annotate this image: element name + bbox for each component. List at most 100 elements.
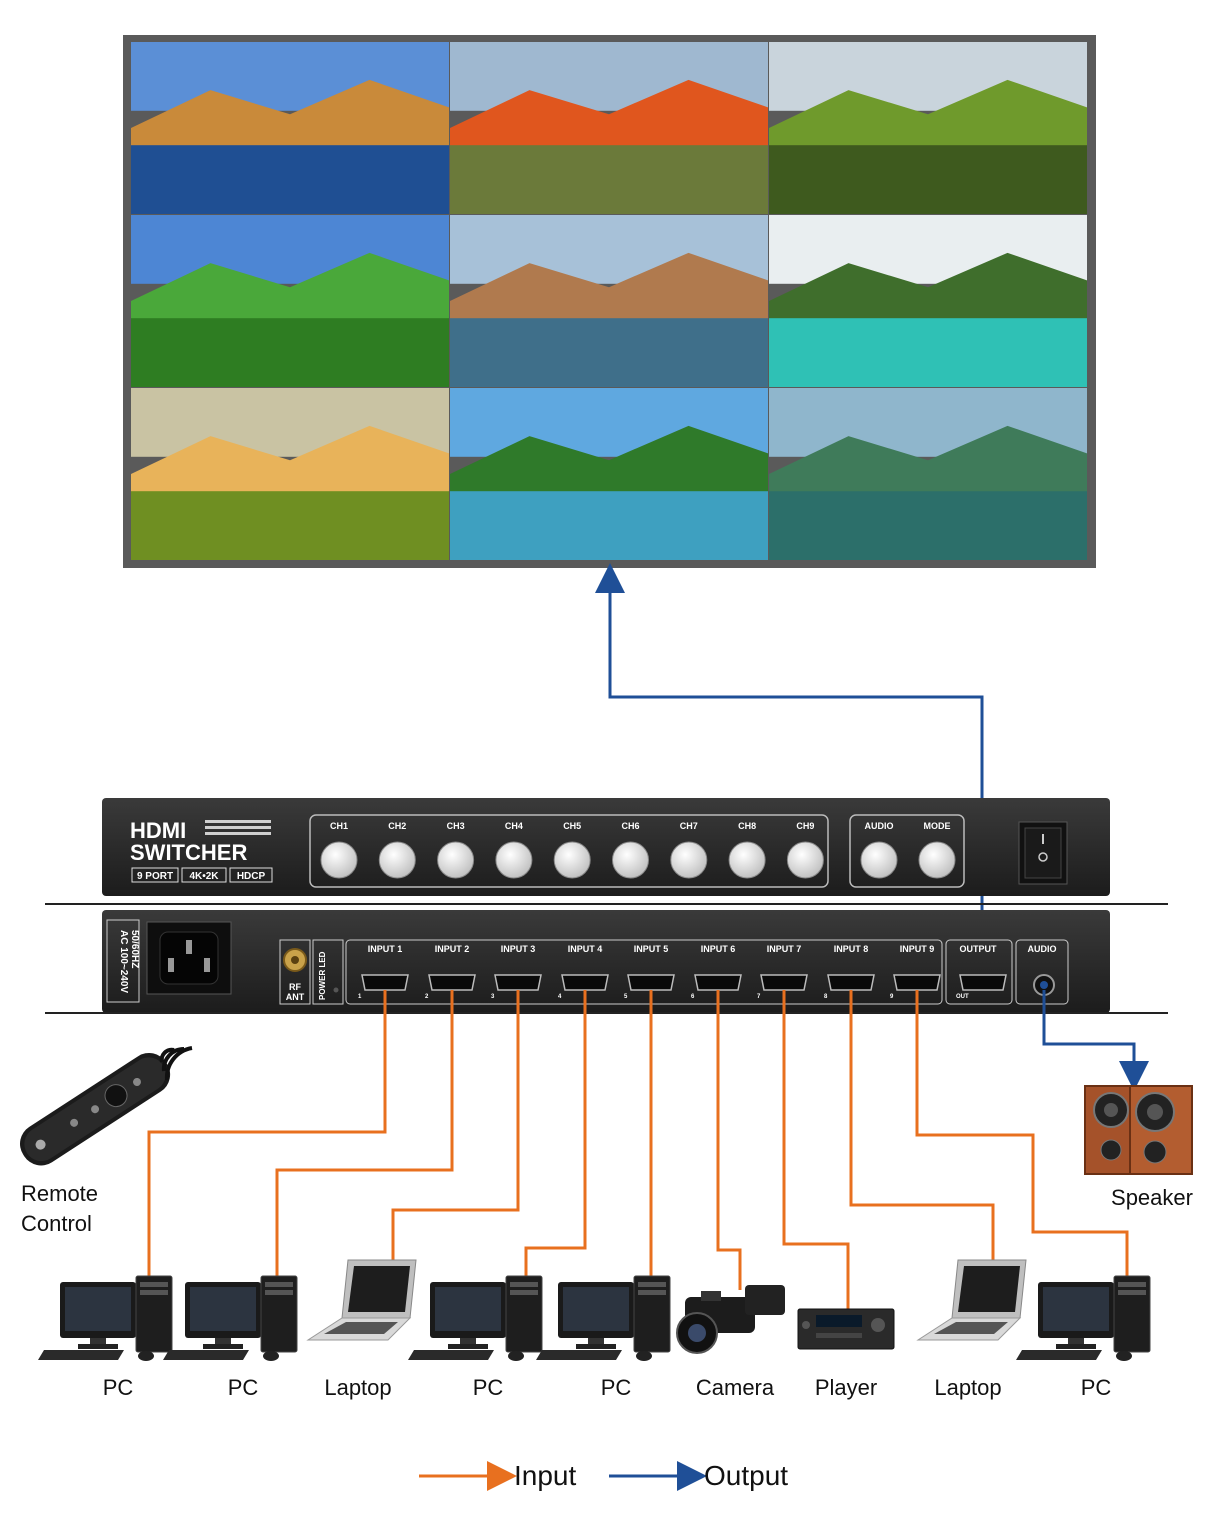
input-port-number: 5	[624, 994, 628, 1000]
input-line	[391, 990, 520, 1262]
hdmi-input-port[interactable]	[428, 974, 476, 991]
hdmi-input-port[interactable]	[561, 974, 609, 991]
channel-button[interactable]	[495, 841, 533, 879]
audio-label: AUDIO	[1028, 944, 1057, 954]
rf-antenna-port[interactable]	[283, 948, 307, 972]
channel-button[interactable]	[786, 841, 824, 879]
hdmi-input-port[interactable]	[893, 974, 941, 991]
input-port-number: 1	[358, 994, 362, 1000]
hdmi-output-port[interactable]	[959, 974, 1007, 991]
hdmi-input-port[interactable]	[827, 974, 875, 991]
source-label: Laptop	[934, 1375, 1001, 1400]
channel-button-label: CH4	[505, 821, 523, 831]
badge-frame	[229, 867, 273, 883]
channel-button-group	[309, 814, 829, 888]
source-label: PC	[103, 1375, 134, 1400]
display-tile	[450, 42, 768, 214]
camera-icon	[676, 1285, 785, 1354]
input-port-label: INPUT 4	[568, 944, 603, 954]
channel-button-label: CH5	[563, 821, 581, 831]
function-button-label: MODE	[924, 821, 951, 831]
input-port-number: 6	[691, 994, 695, 1000]
channel-button-label: CH8	[738, 821, 756, 831]
channel-button[interactable]	[320, 841, 358, 879]
display-tile	[769, 215, 1087, 387]
display-tile	[131, 215, 449, 387]
input-port-label: INPUT 8	[834, 944, 869, 954]
video-wall-display	[123, 35, 1096, 568]
speaker-label: Speaker	[1111, 1185, 1193, 1210]
speaker-icon	[1084, 1085, 1193, 1175]
channel-button-label: CH3	[447, 821, 465, 831]
channel-button[interactable]	[437, 841, 475, 879]
remote-label-line2: Control	[21, 1211, 92, 1236]
power-spec-line1: AC 100~240V	[118, 930, 129, 993]
hdmi-input-port[interactable]	[694, 974, 742, 991]
device-front-panel: HDMI SWITCHER 9 PORT 4K•2K HDCP CH1 CH2 CH3 C…	[45, 798, 1168, 905]
rf-label-line2: ANT	[286, 992, 305, 1002]
badge-label: 9 PORT	[137, 871, 173, 882]
power-led-label: POWER LED	[318, 951, 327, 1000]
hdmi-input-port[interactable]	[361, 974, 409, 991]
display-tile	[450, 215, 768, 387]
legend: Input Output	[419, 1460, 788, 1491]
brand-line2: SWITCHER	[130, 840, 247, 865]
input-port-group	[345, 939, 943, 1005]
hdmi-input-port[interactable]	[760, 974, 808, 991]
pc-icon	[38, 1275, 173, 1361]
mode-button[interactable]	[918, 841, 956, 879]
input-port-label: INPUT 3	[501, 944, 536, 954]
channel-button[interactable]	[378, 841, 416, 879]
function-button-label: AUDIO	[865, 821, 894, 831]
power-inlet[interactable]	[146, 921, 232, 995]
audio-button[interactable]	[860, 841, 898, 879]
laptop-icon	[306, 1259, 417, 1341]
channel-button[interactable]	[728, 841, 766, 879]
source-label: PC	[228, 1375, 259, 1400]
input-port-number: 2	[425, 994, 429, 1000]
source-label: PC	[601, 1375, 632, 1400]
hdmi-input-port[interactable]	[494, 974, 542, 991]
power-led	[333, 987, 339, 993]
audio-port-group	[1015, 939, 1069, 1005]
channel-button[interactable]	[553, 841, 591, 879]
input-line	[782, 990, 850, 1310]
rf-label-line1: RF	[289, 982, 301, 992]
channel-button[interactable]	[670, 841, 708, 879]
input-port-label: INPUT 6	[701, 944, 736, 954]
pc-icon	[1016, 1275, 1151, 1361]
channel-button-label: CH9	[796, 821, 814, 831]
badge-label: HDCP	[237, 871, 266, 882]
hdmi-input-port[interactable]	[627, 974, 675, 991]
input-line	[849, 990, 995, 1262]
channel-button-label: CH7	[680, 821, 698, 831]
power-spec-line2: 50/60HZ	[129, 930, 140, 968]
source-label: Laptop	[324, 1375, 391, 1400]
channel-button[interactable]	[612, 841, 649, 879]
input-port-label: INPUT 5	[634, 944, 669, 954]
input-port-number: 8	[824, 994, 828, 1000]
pc-icon	[163, 1275, 298, 1361]
output-port-label: OUT	[956, 994, 969, 1000]
pc-icon	[408, 1275, 543, 1361]
badge-label: 4K•2K	[189, 871, 219, 882]
channel-button-label: CH1	[330, 821, 348, 831]
channel-button-label: CH2	[388, 821, 406, 831]
display-tile	[131, 388, 449, 560]
input-line	[524, 990, 587, 1278]
display-tile	[131, 42, 449, 214]
badge-frame	[181, 867, 227, 883]
power-switch[interactable]	[1018, 821, 1068, 885]
display-tile	[769, 388, 1087, 560]
display-tile	[769, 42, 1087, 214]
legend-output-label: Output	[704, 1460, 788, 1491]
brand-line1: HDMI	[130, 818, 186, 843]
player-icon	[797, 1308, 895, 1350]
input-line	[147, 990, 387, 1278]
source-label: PC	[1081, 1375, 1112, 1400]
input-line	[275, 990, 454, 1278]
device-rear-panel: AC 100~240V 50/60HZ RF ANT POWER LED INP…	[45, 910, 1168, 1014]
display-tile	[450, 388, 768, 560]
remote-label-line1: Remote	[21, 1181, 98, 1206]
